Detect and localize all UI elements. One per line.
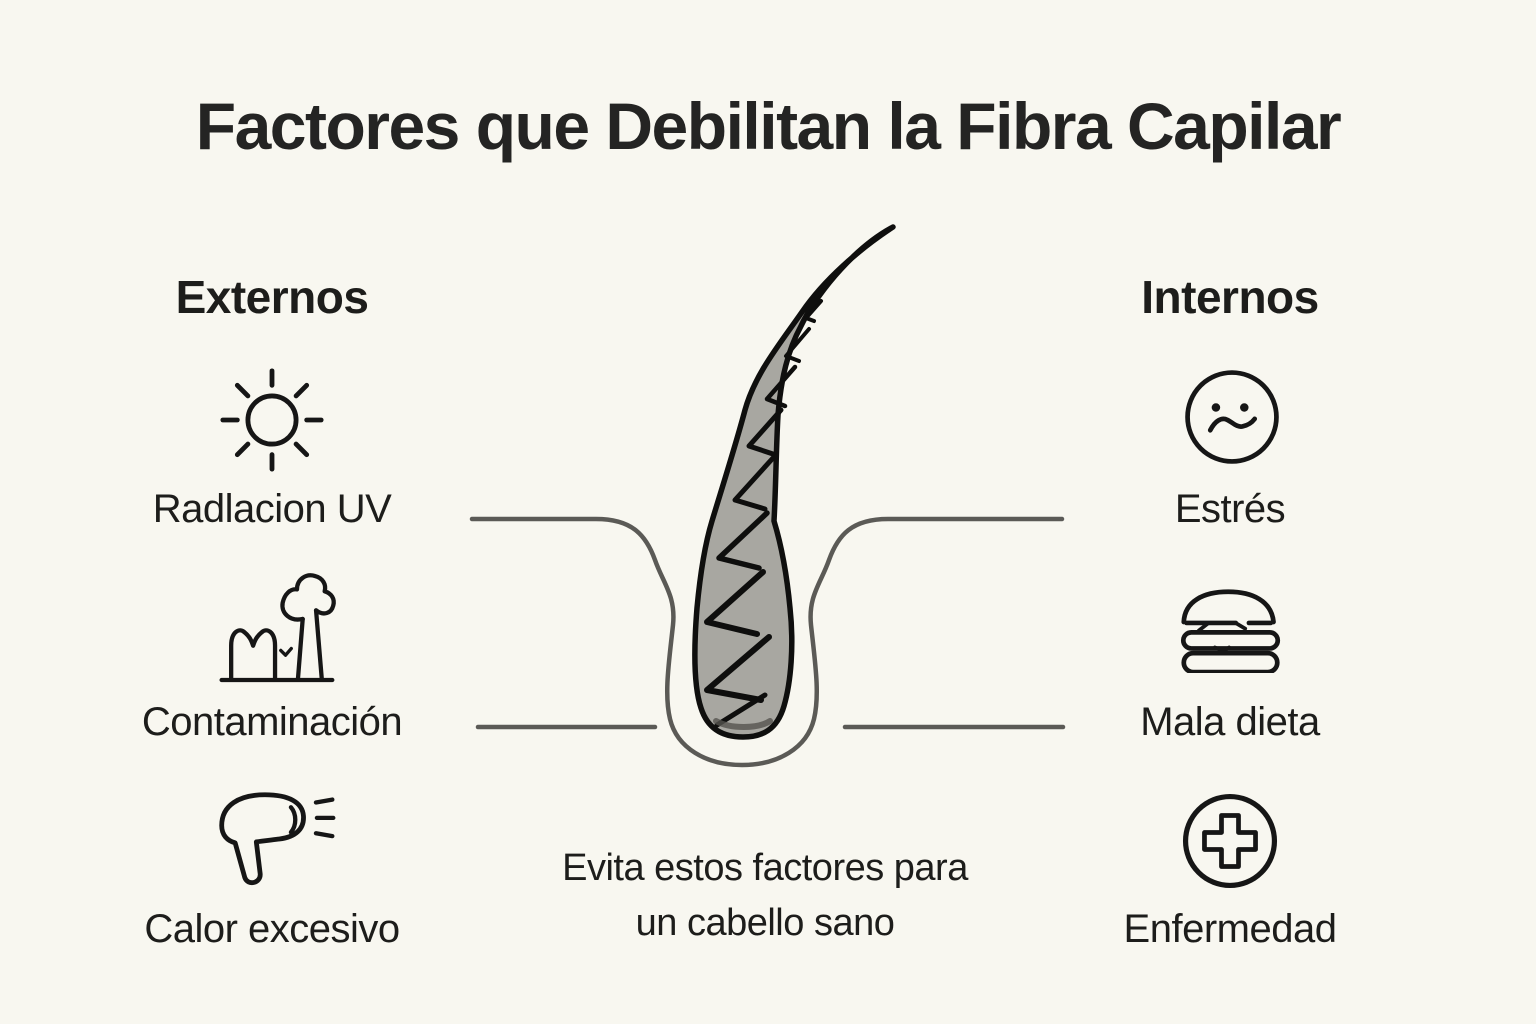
footer-note: Evita estos factores para un cabello san… — [465, 841, 1065, 951]
skin-surface-line — [469, 516, 1065, 768]
internal-heading: Internos — [1141, 271, 1319, 323]
factor-label-uv: Radlacion UV — [152, 487, 392, 531]
factory-icon — [214, 571, 338, 691]
sun-icon — [219, 367, 325, 478]
footer-line-2: un cabello sano — [635, 902, 895, 945]
hair-bulb-shading — [713, 718, 773, 730]
factor-label-heat: Calor excesivo — [144, 907, 400, 951]
hair-cuticle-texture — [704, 299, 823, 728]
hair-strand — [692, 224, 896, 740]
external-heading: Externos — [175, 271, 369, 323]
factor-label-diet: Mala dieta — [1140, 700, 1320, 744]
factor-label-pollution: Contaminación — [141, 700, 403, 744]
footer-line-1: Evita estos factores para — [562, 847, 968, 889]
sad-face-icon — [1180, 365, 1284, 474]
medical-cross-icon — [1178, 789, 1282, 898]
hair-dryer-icon — [212, 789, 342, 895]
burger-icon — [1179, 588, 1283, 678]
page-title: Factores que Debilitan la Fibra Capilar — [195, 89, 1342, 163]
hair-tip-line — [814, 227, 893, 299]
factor-label-illness: Enfermedad — [1123, 907, 1337, 951]
factor-label-stress: Estrés — [1174, 487, 1286, 531]
